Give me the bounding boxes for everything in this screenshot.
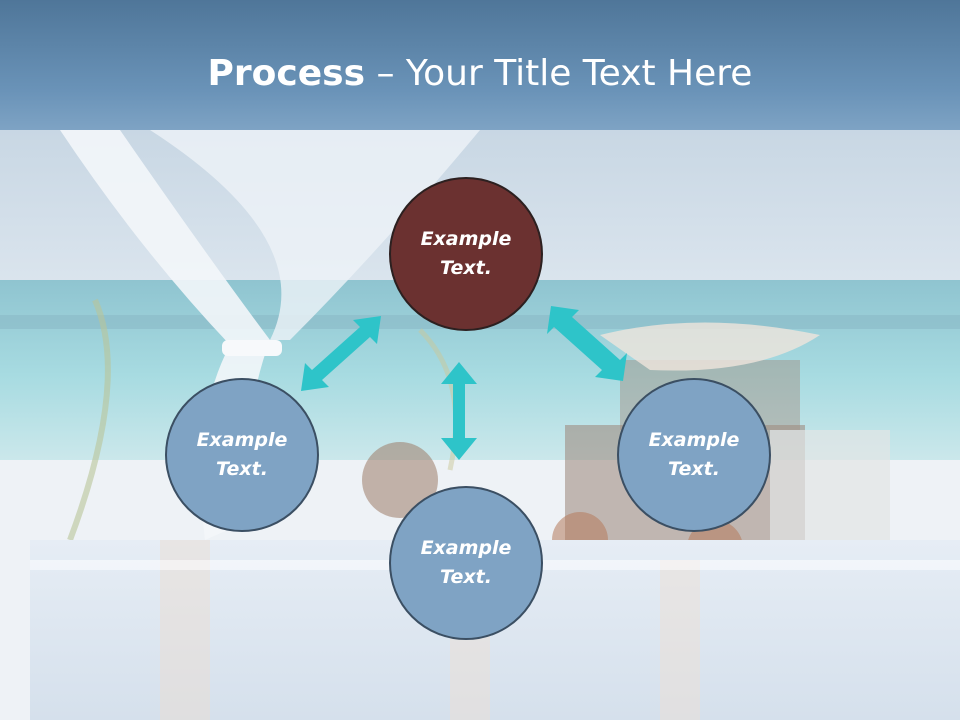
title-rest: – Your Title Text Here bbox=[365, 53, 753, 94]
title-bar bbox=[0, 0, 960, 130]
process-node-bottom: Example Text. bbox=[389, 486, 543, 640]
node-bottom-label: Example Text. bbox=[420, 537, 512, 588]
slide-title: Process – Your Title Text Here bbox=[0, 52, 960, 96]
node-top-label: Example Text. bbox=[420, 228, 512, 279]
process-node-left: Example Text. bbox=[165, 378, 319, 532]
node-right-label: Example Text. bbox=[648, 429, 740, 480]
node-left-label: Example Text. bbox=[196, 429, 288, 480]
arrow-top-left bbox=[301, 316, 381, 391]
title-bold: Process bbox=[207, 53, 366, 94]
process-node-right: Example Text. bbox=[617, 378, 771, 532]
arrow-center-vertical bbox=[441, 362, 477, 460]
arrow-top-right bbox=[547, 306, 627, 381]
process-node-top: Example Text. bbox=[389, 177, 543, 331]
